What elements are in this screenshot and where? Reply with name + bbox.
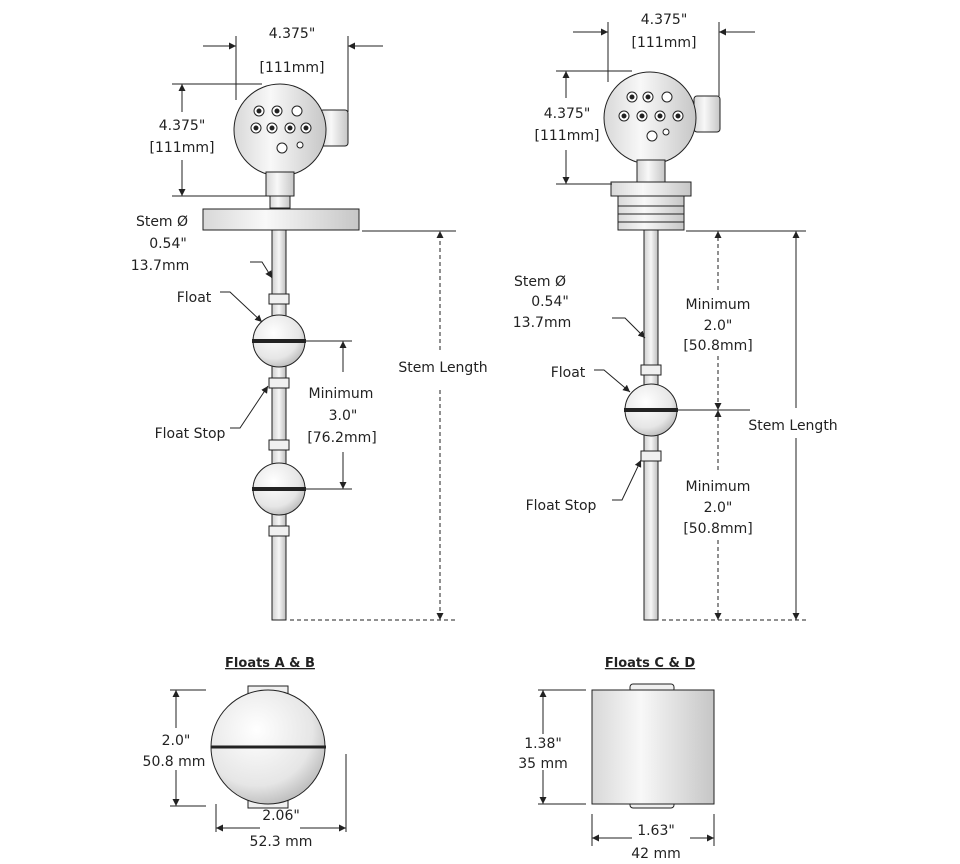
right-height-inch: 4.375" [544, 106, 591, 122]
right-top-min-dimension [678, 231, 750, 411]
left-stem-dia-inch: 0.54" [149, 236, 187, 252]
right-stem-length-label: Stem Length [748, 418, 837, 434]
right-stem-dia-inch: 0.54" [531, 294, 569, 310]
left-height-mm: [111mm] [150, 140, 215, 156]
right-labels: 4.375" [111mm] 4.375" [111mm] Stem Ø 0.5… [513, 12, 838, 537]
right-height-mm: [111mm] [535, 128, 600, 144]
right-floatstop-label: Float Stop [526, 498, 597, 514]
left-height-dimension [172, 83, 270, 197]
left-assembly [172, 36, 456, 621]
right-float-leader [594, 369, 631, 393]
floats-cd-width-mm: 42 mm [631, 846, 681, 862]
right-top-min-label: Minimum [686, 297, 751, 313]
right-stem-dia-label: Stem Ø [514, 274, 566, 290]
floats-ab-height-inch: 2.0" [162, 733, 191, 749]
floats-cd-width-inch: 1.63" [637, 823, 675, 839]
right-floatstop-leader [612, 459, 642, 501]
left-float-1 [252, 314, 306, 368]
floats-cd-detail [538, 683, 715, 846]
left-float-stop-1 [268, 293, 290, 305]
left-height-inch: 4.375" [159, 118, 206, 134]
floats-cd-height-inch: 1.38" [524, 736, 562, 752]
right-assembly [556, 22, 806, 621]
left-float-2 [252, 462, 306, 516]
left-float-stop-4 [268, 525, 290, 537]
floats-ab-width-inch: 2.06" [262, 808, 300, 824]
left-floatstop-leader [230, 385, 269, 429]
left-width-mm: [111mm] [260, 60, 325, 76]
left-stem-length-label: Stem Length [398, 360, 487, 376]
left-spacing-label: Minimum [309, 386, 374, 402]
left-spacing-dimension [306, 340, 352, 490]
left-stem-dia-label: Stem Ø [136, 214, 188, 230]
right-bottom-min-label: Minimum [686, 479, 751, 495]
left-stem-leader [250, 261, 273, 279]
left-housing [233, 83, 349, 209]
left-spacing-inch: 3.0" [329, 408, 358, 424]
right-float-label: Float [551, 365, 586, 381]
left-float-leader [220, 291, 263, 323]
floats-cd-labels: Floats C & D 1.38" 35 mm 1.63" 42 mm [518, 656, 695, 862]
left-width-dimension [203, 36, 383, 112]
floats-cd-height-mm: 35 mm [518, 756, 568, 772]
right-stem-leader [612, 317, 646, 339]
left-float-stop-3 [268, 439, 290, 451]
right-top-min-mm: [50.8mm] [683, 338, 752, 354]
right-float [624, 383, 678, 437]
right-width-mm: [111mm] [632, 35, 697, 51]
right-fitting [610, 181, 692, 231]
floats-cd-title: Floats C & D [605, 656, 695, 671]
left-spacing-mm: [76.2mm] [307, 430, 376, 446]
right-bottom-min-mm: [50.8mm] [683, 521, 752, 537]
left-stem-length-dimension [290, 230, 456, 621]
right-top-min-inch: 2.0" [704, 318, 733, 334]
floats-ab-labels: Floats A & B 2.0" 50.8 mm 2.06" 52.3 mm [143, 656, 315, 850]
left-float-stop-2 [268, 377, 290, 389]
left-flange [202, 208, 360, 231]
right-stem-length-dimension [662, 230, 806, 621]
right-width-inch: 4.375" [641, 12, 688, 28]
right-width-dimension [573, 22, 755, 96]
right-float-stop-2 [640, 450, 662, 462]
right-bottom-min-inch: 2.0" [704, 500, 733, 516]
floats-ab-height-mm: 50.8 mm [143, 754, 206, 770]
left-floatstop-label: Float Stop [155, 426, 226, 442]
right-float-stop-1 [640, 364, 662, 376]
floats-ab-width-mm: 52.3 mm [250, 834, 313, 850]
right-housing [603, 71, 721, 183]
left-stem [271, 229, 287, 621]
left-stem-dia-mm: 13.7mm [131, 258, 189, 274]
right-stem-dia-mm: 13.7mm [513, 315, 571, 331]
left-labels: 4.375" [111mm] 4.375" [111mm] Stem Ø 0.5… [131, 26, 488, 446]
left-float-label: Float [177, 290, 212, 306]
right-height-dimension [556, 70, 632, 185]
left-width-inch: 4.375" [269, 26, 316, 42]
floats-ab-title: Floats A & B [225, 656, 315, 671]
floats-ab-detail [170, 685, 347, 832]
